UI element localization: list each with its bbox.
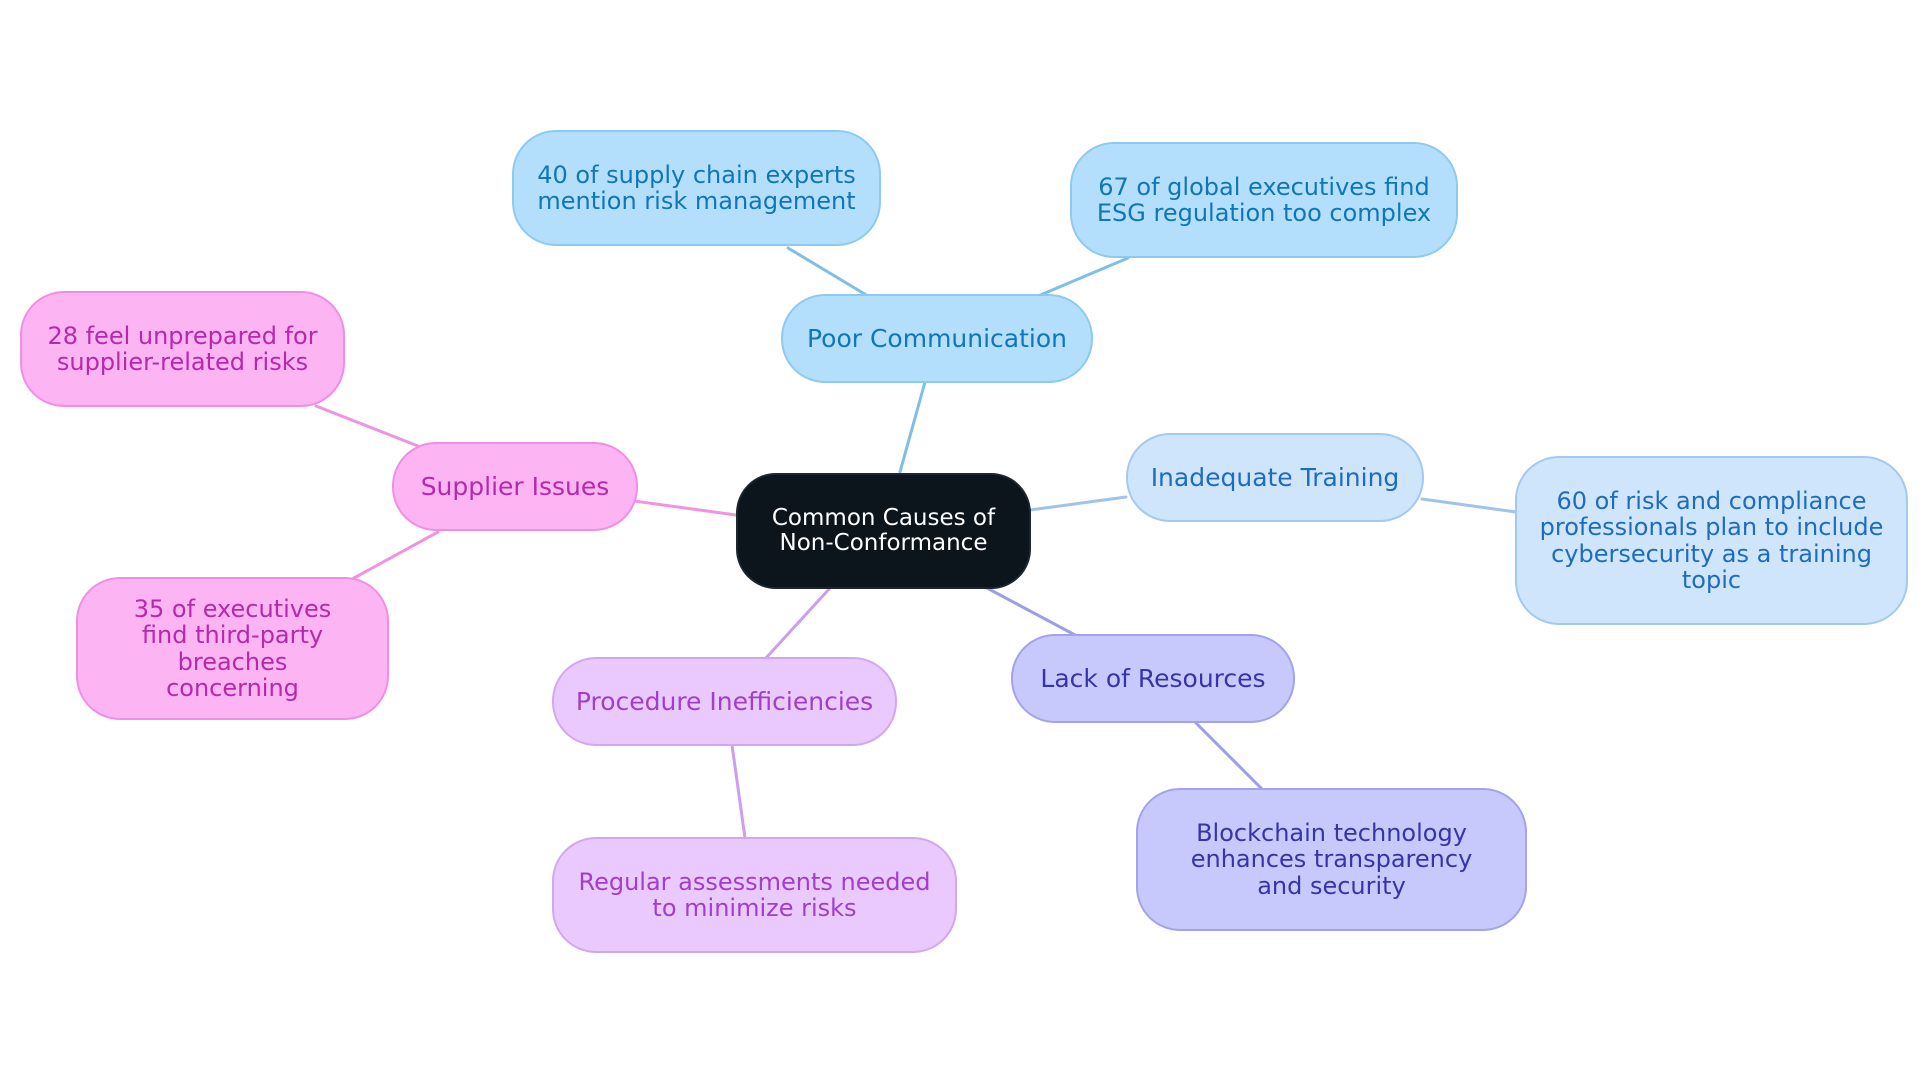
edge-center-communication (898, 380, 927, 474)
edge-resources-detail-1 (1194, 721, 1264, 791)
communication-detail-supply-chain: 40 of supply chain experts mention risk … (512, 130, 881, 246)
edge-center-resources (985, 586, 1077, 637)
lack-of-resources-node: Lack of Resources (1011, 634, 1295, 723)
center-node: Common Causes of Non-Conformance (736, 473, 1031, 589)
supplier-detail-unprepared: 28 feel unprepared for supplier-related … (20, 291, 345, 407)
edge-communication-detail-1 (786, 246, 870, 298)
edge-supplier-detail-2 (352, 530, 440, 580)
edge-training-detail-1 (1420, 497, 1518, 514)
edge-supplier-detail-1 (314, 404, 420, 448)
edge-center-training (1028, 495, 1128, 512)
poor-communication-node: Poor Communication (781, 294, 1093, 383)
communication-detail-esg: 67 of global executives find ESG regulat… (1070, 142, 1458, 258)
training-detail-cybersecurity: 60 of risk and compliance professionals … (1515, 456, 1908, 625)
edge-procedure-detail-1 (730, 743, 747, 840)
procedure-inefficiencies-node: Procedure Inefficiencies (552, 657, 897, 746)
edge-center-supplier (632, 499, 738, 517)
resources-detail-blockchain: Blockchain technology enhances transpare… (1136, 788, 1527, 931)
procedure-detail-assessments: Regular assessments needed to minimize r… (552, 837, 957, 953)
edge-center-procedure (764, 586, 832, 660)
edge-communication-detail-2 (1036, 256, 1130, 298)
supplier-detail-third-party: 35 of executives find third-party breach… (76, 577, 389, 720)
inadequate-training-node: Inadequate Training (1126, 433, 1424, 522)
supplier-issues-node: Supplier Issues (392, 442, 638, 531)
